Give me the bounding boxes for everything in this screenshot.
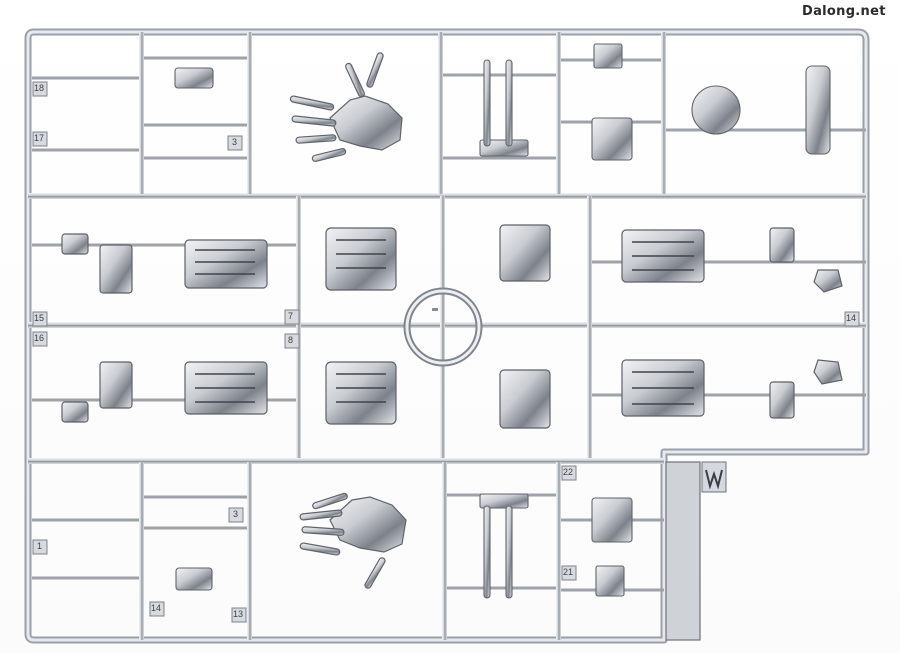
armor-details xyxy=(195,239,694,405)
hand-part-bottom xyxy=(299,492,407,589)
hand-part-top xyxy=(289,52,403,162)
part-number-label: 8 xyxy=(288,335,294,345)
outer-frame xyxy=(24,28,870,644)
part-number-label: 17 xyxy=(34,133,45,143)
part-number-label: 14 xyxy=(151,603,162,613)
small-parts xyxy=(174,43,831,599)
part-number-label: 22 xyxy=(563,467,574,477)
watermark-label: Dalong.net xyxy=(802,4,886,19)
part-number-label: 7 xyxy=(288,311,294,321)
part-number-label: 13 xyxy=(233,609,244,619)
armor-blocks xyxy=(61,224,843,429)
center-ring xyxy=(403,287,483,367)
runner-tab xyxy=(665,461,727,641)
part-tags xyxy=(32,81,860,623)
part-number-label: 3 xyxy=(232,137,238,147)
part-number-label: 3 xyxy=(233,509,239,519)
part-number-label: 21 xyxy=(563,567,574,577)
part-number-label: 15 xyxy=(34,313,45,323)
horizontal-runners xyxy=(28,193,866,464)
part-number-label: 14 xyxy=(846,313,857,323)
vertical-runners xyxy=(139,32,666,640)
part-number-label: 1 xyxy=(37,541,43,551)
part-number-label: 18 xyxy=(34,83,45,93)
part-number-label: 16 xyxy=(34,333,45,343)
